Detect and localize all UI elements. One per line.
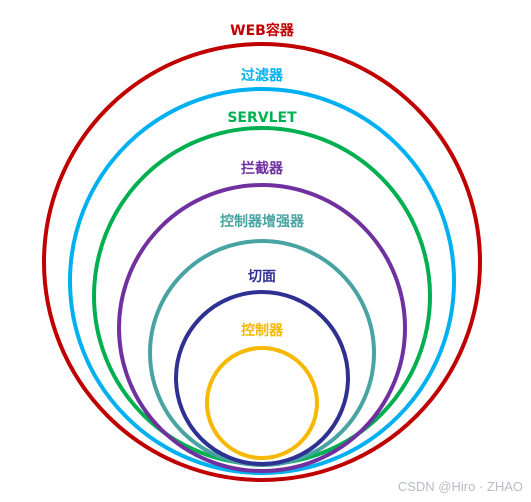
ring-web-container (42, 42, 482, 482)
label-enhancer: 控制器增强器 (220, 213, 305, 230)
label-web-container: WEB容器 (230, 22, 295, 39)
watermark: CSDN @Hiro · ZHAO (397, 479, 523, 494)
label-servlet: SERVLET (227, 110, 297, 126)
ring-controller (205, 346, 319, 460)
label-filter: 过滤器 (241, 67, 284, 84)
ring-aspect (174, 290, 350, 466)
label-interceptor: 拦截器 (241, 160, 284, 177)
label-aspect: 切面 (248, 269, 276, 285)
ring-interceptor (117, 183, 407, 473)
label-controller: 控制器 (241, 322, 284, 339)
ring-servlet (92, 126, 432, 466)
